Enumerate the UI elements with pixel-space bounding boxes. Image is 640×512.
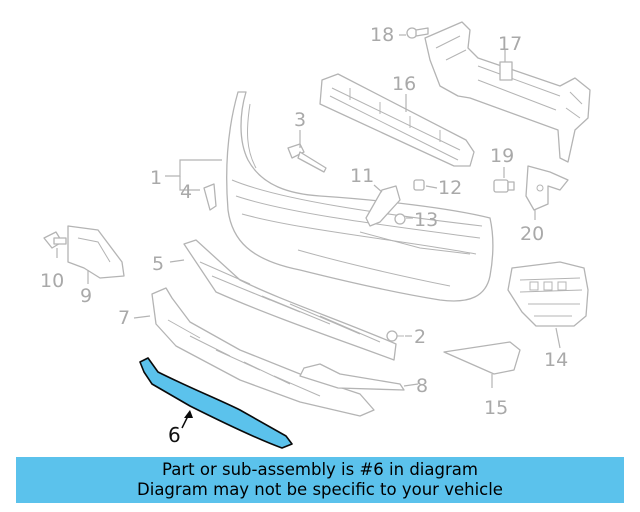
callout-19: 19: [490, 145, 514, 167]
part-13-nut: [394, 213, 406, 225]
part-3-push-pin: [287, 143, 327, 173]
part-16-absorber: [319, 73, 475, 167]
callout-4: 4: [180, 181, 192, 203]
part-20-bracket: [525, 165, 569, 211]
callout-18: 18: [370, 24, 394, 46]
callout-13: 13: [414, 209, 438, 231]
callout-11: 11: [350, 165, 374, 187]
part-6-highlighted-strip: [139, 357, 293, 449]
callout-17: 17: [498, 33, 522, 55]
callout-20: 20: [520, 223, 544, 245]
banner-line-2: Diagram may not be specific to your vehi…: [137, 480, 503, 499]
part-5-grille: [183, 239, 397, 361]
part-12-fastener: [413, 179, 425, 191]
callout-3: 3: [294, 109, 306, 131]
callout-15: 15: [484, 397, 508, 419]
callout-2: 2: [414, 326, 426, 348]
part-9-bracket: [67, 225, 125, 279]
callout-16: 16: [392, 73, 416, 95]
part-14-side-bracket: [507, 261, 589, 327]
part-4-clip: [203, 183, 217, 211]
part-2-bolt: [386, 330, 404, 342]
part-10-clip: [43, 231, 67, 249]
part-8-bracket: [299, 363, 405, 391]
part-1-bumper-cover: [226, 91, 494, 302]
part-17-impact-bar: [424, 21, 591, 163]
callout-1: 1: [150, 167, 162, 189]
leader-lines: [56, 34, 561, 429]
part-15-cover: [443, 341, 521, 375]
callout-14: 14: [544, 349, 568, 371]
callout-5: 5: [152, 253, 164, 275]
part-19-clip: [493, 179, 515, 193]
part-7-deflector: [151, 287, 375, 417]
callout-numbers: 1 2 3 4 5 6 7 8 9 10 11 12 13 14 15 16 1…: [40, 24, 568, 447]
info-banner: Part or sub-assembly is #6 in diagram Di…: [16, 457, 624, 503]
part-18-bolt: [406, 27, 429, 39]
callout-6: 6: [168, 423, 181, 447]
callout-12: 12: [438, 177, 462, 199]
banner-line-1: Part or sub-assembly is #6 in diagram: [162, 460, 478, 479]
callout-9: 9: [80, 285, 92, 307]
part-11-bracket: [365, 185, 401, 227]
callout-10: 10: [40, 270, 64, 292]
callout-8: 8: [416, 375, 428, 397]
callout-7: 7: [118, 307, 130, 329]
